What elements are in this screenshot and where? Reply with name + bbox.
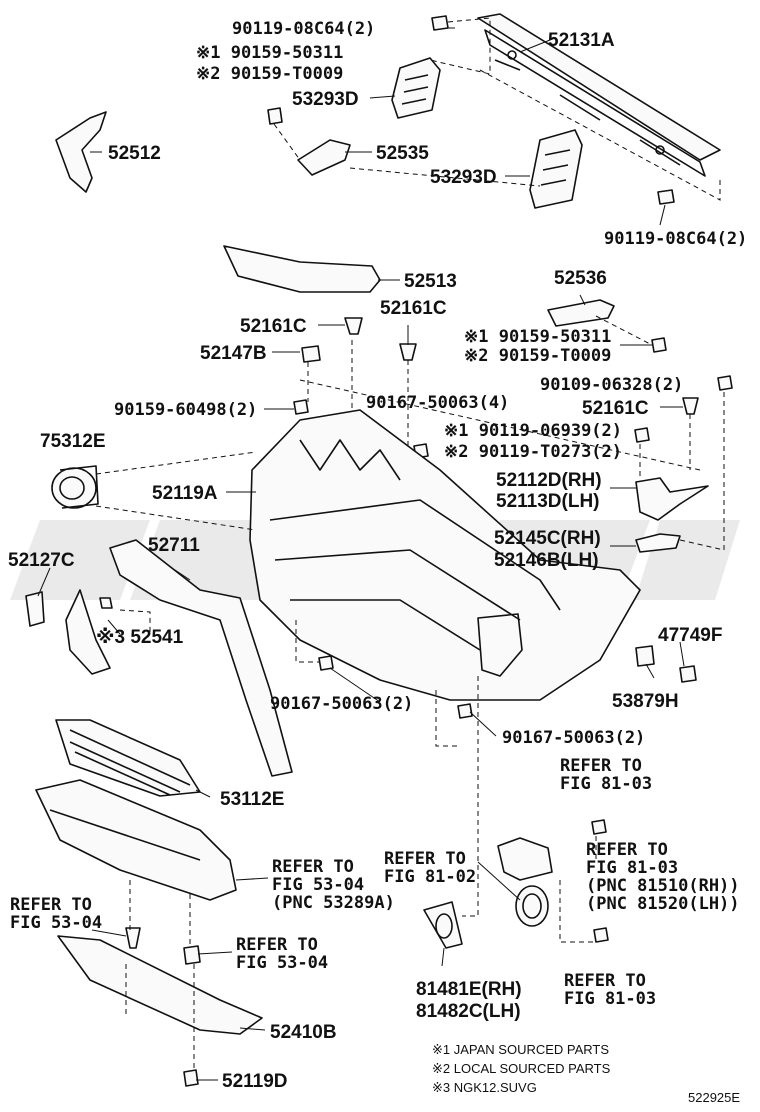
label-53879h: 53879H bbox=[612, 691, 679, 712]
label-52147b: 52147B bbox=[200, 343, 267, 364]
label-90109-06328: 90109-06328(2) bbox=[540, 375, 683, 395]
label-52127c: 52127C bbox=[8, 550, 75, 571]
label-90159-50311-right: ※1 90159-50311 bbox=[464, 327, 611, 347]
ref-fig-81-03-mid: REFER TO FIG 81-03 (PNC 81510(RH)) (PNC … bbox=[586, 840, 740, 914]
dashed-assembly-lines bbox=[95, 17, 725, 1072]
label-52513: 52513 bbox=[404, 271, 457, 292]
label-81481e: 81481E(RH) bbox=[416, 979, 522, 1000]
label-81482c: 81482C(LH) bbox=[416, 1001, 521, 1022]
label-52145c: 52145C(RH) bbox=[494, 528, 601, 549]
ref-fig-53-04-left: REFER TO FIG 53-04 bbox=[10, 895, 102, 933]
label-53112e: 53112E bbox=[220, 789, 284, 810]
label-90167-50063-4: 90167-50063(4) bbox=[366, 393, 509, 413]
label-52131a: 52131A bbox=[548, 30, 615, 51]
svg-text:REFER TO: REFER TO bbox=[10, 895, 92, 915]
label-52535: 52535 bbox=[376, 143, 429, 164]
label-90119-06939: ※1 90119-06939(2) bbox=[444, 421, 622, 441]
seal-52513-drawing bbox=[223, 245, 381, 293]
label-90167-50063-2a: 90167-50063(2) bbox=[270, 694, 413, 714]
cover-52127c-drawing bbox=[25, 591, 45, 627]
svg-text:REFER TO: REFER TO bbox=[272, 857, 354, 877]
fog-lamp-drawing bbox=[497, 837, 553, 881]
svg-text:FIG 81-03: FIG 81-03 bbox=[564, 989, 656, 1009]
svg-text:(PNC 81520(LH)): (PNC 81520(LH)) bbox=[586, 894, 740, 914]
label-52410b: 52410B bbox=[270, 1022, 337, 1043]
leader-lines bbox=[37, 27, 685, 1081]
label-52119a: 52119A bbox=[152, 483, 218, 504]
label-47749f: 47749F bbox=[658, 625, 722, 646]
label-52146b: 52146B(LH) bbox=[494, 550, 599, 571]
svg-text:FIG 81-03: FIG 81-03 bbox=[560, 774, 652, 794]
spoiler-52410b-drawing bbox=[57, 935, 263, 1035]
svg-text:REFER TO: REFER TO bbox=[586, 840, 668, 860]
label-90119-t0273: ※2 90119-T0273(2) bbox=[444, 442, 622, 462]
label-90159-60498: 90159-60498(2) bbox=[114, 400, 257, 420]
label-52112d: 52112D(RH) bbox=[496, 470, 602, 491]
note-japan-sourced: ※1 JAPAN SOURCED PARTS bbox=[432, 1042, 609, 1057]
bracket-53293d-top-drawing bbox=[391, 57, 441, 119]
svg-text:REFER TO: REFER TO bbox=[564, 971, 646, 991]
label-52113d: 52113D(LH) bbox=[496, 491, 600, 512]
svg-text:REFER TO: REFER TO bbox=[560, 756, 642, 776]
fog-cover-81481e-drawing bbox=[423, 901, 463, 949]
label-52536: 52536 bbox=[554, 268, 607, 289]
side-cover-left-drawing bbox=[65, 589, 113, 675]
bracket-52112d-drawing bbox=[635, 477, 709, 521]
ref-fig-81-02: REFER TO FIG 81-02 bbox=[384, 849, 476, 887]
svg-text:(PNC 81510(RH)): (PNC 81510(RH)) bbox=[586, 876, 740, 896]
retainer-52535-drawing bbox=[297, 139, 351, 176]
label-52541: ※3 52541 bbox=[96, 627, 184, 648]
retainer-52536-drawing bbox=[547, 299, 615, 327]
label-90159-50311-top: ※1 90159-50311 bbox=[196, 43, 343, 63]
label-52161c-left: 52161C bbox=[240, 316, 307, 337]
svg-text:REFER TO: REFER TO bbox=[236, 935, 318, 955]
svg-text:FIG 81-02: FIG 81-02 bbox=[384, 867, 476, 887]
ref-fig-53-04-center: REFER TO FIG 53-04 bbox=[236, 935, 328, 973]
ref-fig-81-03-bottom: REFER TO FIG 81-03 bbox=[564, 971, 656, 1009]
bolt-icons bbox=[183, 15, 733, 1087]
label-75312e: 75312E bbox=[40, 431, 106, 452]
side-seal-52512-drawing bbox=[55, 111, 107, 193]
bumper-reinforcement-drawing bbox=[477, 13, 721, 177]
bracket-53293d-bottom-drawing bbox=[529, 129, 583, 209]
note-local-sourced: ※2 LOCAL SOURCED PARTS bbox=[432, 1061, 611, 1076]
label-52711: 52711 bbox=[148, 535, 200, 556]
label-52161c-center: 52161C bbox=[380, 298, 447, 319]
svg-text:FIG 53-04: FIG 53-04 bbox=[272, 875, 364, 895]
figure-id: 522925E bbox=[688, 1090, 740, 1105]
label-90159-t0009-top: ※2 90159-T0009 bbox=[196, 64, 343, 84]
svg-text:(PNC 53289A): (PNC 53289A) bbox=[272, 893, 395, 913]
label-52161c-right: 52161C bbox=[582, 398, 649, 419]
svg-text:FIG 81-03: FIG 81-03 bbox=[586, 858, 678, 878]
undercover-drawing bbox=[35, 779, 237, 901]
ref-fig-53-04-pnc: REFER TO FIG 53-04 (PNC 53289A) bbox=[272, 857, 395, 913]
svg-text:FIG 53-04: FIG 53-04 bbox=[10, 913, 102, 933]
bracket-52145c-drawing bbox=[635, 533, 681, 553]
label-90119-08c64-top: 90119-08C64(2) bbox=[232, 19, 375, 39]
label-52512: 52512 bbox=[108, 143, 161, 164]
svg-text:REFER TO: REFER TO bbox=[384, 849, 466, 869]
label-53293d-top: 53293D bbox=[292, 89, 359, 110]
fog-lamp-ring-drawing bbox=[515, 885, 549, 927]
clip-icons bbox=[125, 317, 699, 965]
label-53293d-bottom: 53293D bbox=[430, 167, 497, 188]
svg-text:FIG 53-04: FIG 53-04 bbox=[236, 953, 328, 973]
label-90167-50063-2b: 90167-50063(2) bbox=[502, 728, 645, 748]
bumper-cover-52119a-drawing bbox=[249, 409, 641, 701]
note-ngk: ※3 NGK12.SUVG bbox=[432, 1080, 537, 1095]
emblem-75312e-drawing bbox=[51, 465, 99, 509]
moulding-52711-drawing bbox=[109, 539, 293, 777]
label-90119-08c64-bottom: 90119-08C64(2) bbox=[604, 229, 747, 249]
ref-fig-81-03-top: REFER TO FIG 81-03 bbox=[560, 756, 652, 794]
label-52119d: 52119D bbox=[222, 1071, 288, 1092]
label-90159-t0009-right: ※2 90159-T0009 bbox=[464, 346, 611, 366]
